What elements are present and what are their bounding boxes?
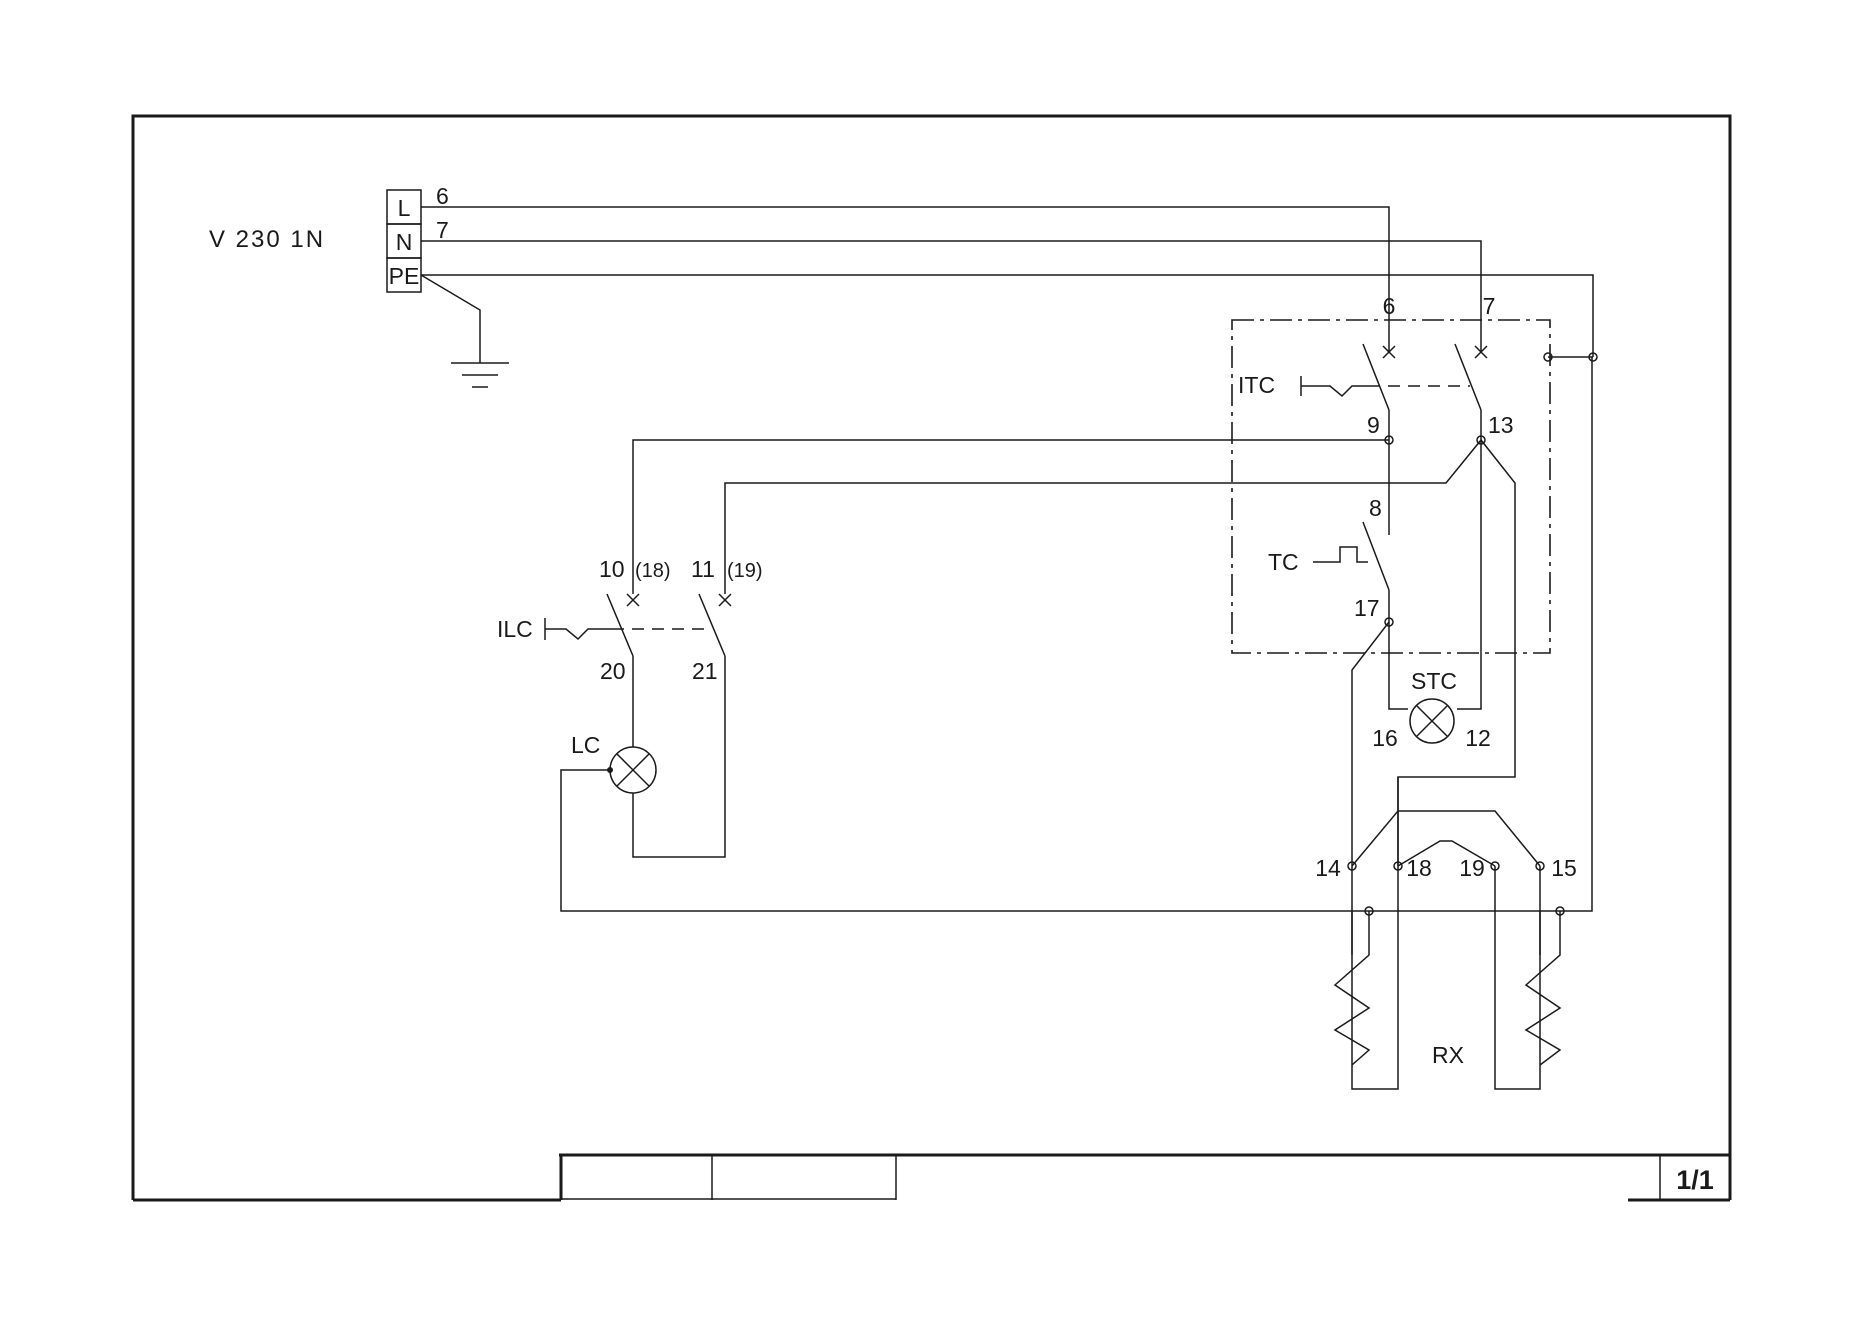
terminal-pe-label: PE xyxy=(389,263,420,289)
rx-label: RX xyxy=(1432,1042,1464,1068)
tc-label: TC xyxy=(1268,549,1299,575)
supply-voltage-label: V 230 1N xyxy=(209,226,325,253)
feeder-wires xyxy=(421,207,1593,357)
mains-terminal-block: V 230 1N L N PE 6 7 xyxy=(209,183,449,292)
controller-in-n-label: 7 xyxy=(1483,293,1496,319)
heater-terminal-14: 14 xyxy=(1315,855,1341,881)
heater-terminal-18: 18 xyxy=(1406,855,1432,881)
ilc-in-a-alt-label: (18) xyxy=(635,560,671,582)
wire-l-number: 6 xyxy=(436,183,449,209)
controller-in-l-label: 6 xyxy=(1383,293,1396,319)
ilc-label: ILC xyxy=(497,616,533,642)
tc-out-label: 17 xyxy=(1354,595,1380,621)
stc-terminal-12: 12 xyxy=(1465,725,1491,751)
itc-out-a-label: 9 xyxy=(1367,412,1380,438)
stc-terminal-16: 16 xyxy=(1372,725,1398,751)
ilc-out-b-label: 21 xyxy=(692,658,718,684)
ilc-in-a-label: 10 xyxy=(599,556,625,582)
title-block: 1/1 xyxy=(559,1155,1730,1200)
page-number: 1/1 xyxy=(1676,1165,1714,1195)
lc-label: LC xyxy=(571,732,600,758)
wire-8-label: 8 xyxy=(1369,495,1382,521)
controller-enclosure: 6 7 ITC 9 13 8 TC 17 xyxy=(1232,293,1597,653)
itc-label: ITC xyxy=(1238,372,1275,398)
stc-label: STC xyxy=(1411,668,1457,694)
heater-terminal-board: 14 18 19 15 xyxy=(1315,777,1577,915)
earth-ground-icon xyxy=(421,275,509,387)
itc-out-b-label: 13 xyxy=(1488,412,1514,438)
heater-terminal-15: 15 xyxy=(1551,855,1577,881)
ilc-switch: 10 (18) 11 (19) ILC 20 21 xyxy=(497,556,763,857)
terminal-l-label: L xyxy=(398,195,411,221)
heater-terminal-19: 19 xyxy=(1459,855,1485,881)
terminal-n-label: N xyxy=(396,229,413,255)
wire-n-number: 7 xyxy=(436,217,449,243)
drawing-frame xyxy=(133,116,1730,1200)
heater-elements: RX xyxy=(1335,866,1560,1089)
ilc-in-b-label: 11 xyxy=(691,556,715,582)
ilc-out-a-label: 20 xyxy=(600,658,626,684)
ilc-in-b-alt-label: (19) xyxy=(727,560,763,582)
